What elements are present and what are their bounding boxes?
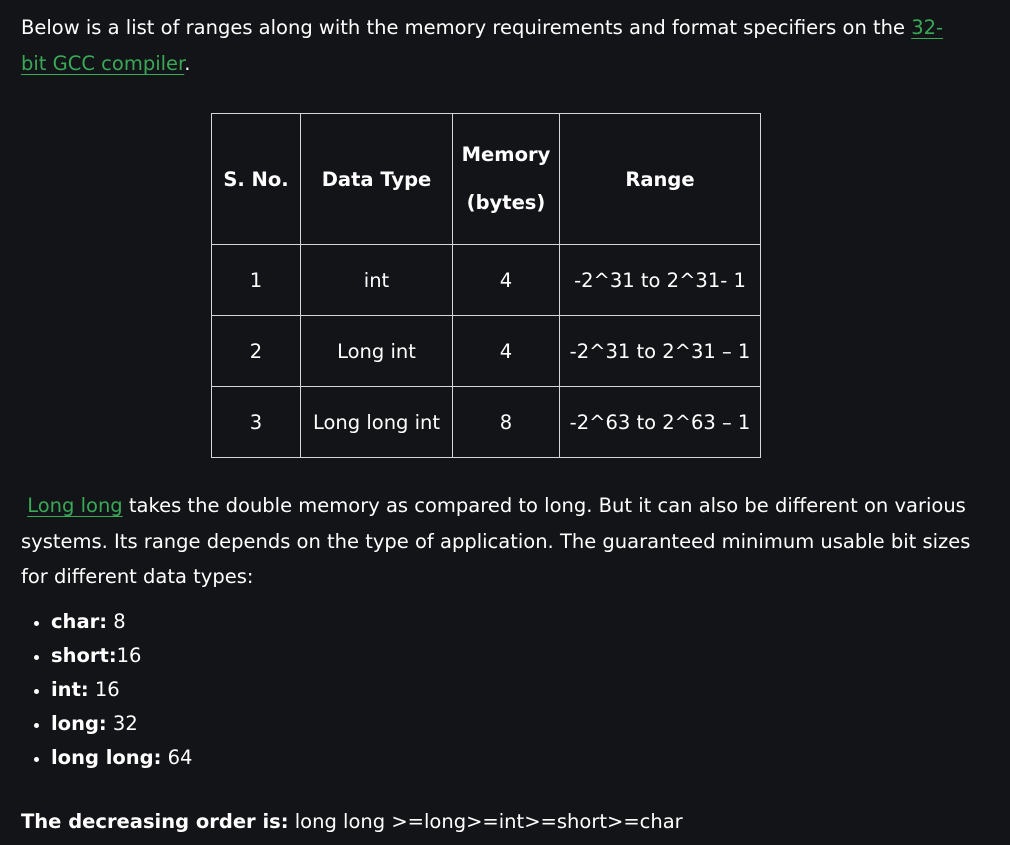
order-label: The decreasing order is: xyxy=(21,810,289,833)
size-value: 8 xyxy=(107,610,126,633)
size-label: int: xyxy=(51,678,89,701)
cell-sno: 2 xyxy=(211,315,301,387)
cell-type: Long int xyxy=(300,315,453,387)
intro-paragraph: Below is a list of ranges along with the… xyxy=(21,10,971,82)
list-item: long long: 64 xyxy=(51,741,192,775)
gcc-compiler-link[interactable]: 32- bit GCC compiler xyxy=(21,16,943,75)
intro-period: . xyxy=(184,52,191,75)
cell-range: -2^63 to 2^63 – 1 xyxy=(559,386,761,458)
list-item: char: 8 xyxy=(51,605,192,639)
cell-range: -2^31 to 2^31- 1 xyxy=(559,244,761,316)
header-memory-line1: Memory xyxy=(461,143,551,166)
header-sno: S. No. xyxy=(211,113,301,245)
cell-sno: 1 xyxy=(211,244,301,316)
list-item: short:16 xyxy=(51,639,192,673)
size-value: 16 xyxy=(116,644,142,667)
header-memory-line2: (bytes) xyxy=(466,191,546,214)
cell-memory: 4 xyxy=(452,315,560,387)
header-memory: Memory (bytes) xyxy=(452,113,560,245)
size-label: char: xyxy=(51,610,108,633)
header-range: Range xyxy=(559,113,761,245)
bit-sizes-list: char: 8 short:16 int: 16 long: 32 long l… xyxy=(0,605,192,775)
size-value: 16 xyxy=(88,678,120,701)
long-long-paragraph: Long long takes the double memory as com… xyxy=(21,488,981,595)
list-item: long: 32 xyxy=(51,707,192,741)
decreasing-order-paragraph: The decreasing order is: long long >=lon… xyxy=(21,804,683,840)
cell-type: int xyxy=(300,244,453,316)
gcc-link-line2[interactable]: bit GCC compiler xyxy=(21,52,185,75)
cell-memory: 4 xyxy=(452,244,560,316)
size-value: 64 xyxy=(161,746,193,769)
size-label: long long: xyxy=(51,746,162,769)
size-value: 32 xyxy=(106,712,138,735)
table-row: 2 Long int 4 -2^31 to 2^31 – 1 xyxy=(211,315,761,387)
size-label: long: xyxy=(51,712,107,735)
intro-text: Below is a list of ranges along with the… xyxy=(21,16,912,39)
long-long-text: takes the double memory as compared to l… xyxy=(21,494,971,588)
order-value: long long >=long>=int>=short>=char xyxy=(288,810,683,833)
cell-sno: 3 xyxy=(211,386,301,458)
long-long-link[interactable]: Long long xyxy=(27,494,123,517)
table-row: 1 int 4 -2^31 to 2^31- 1 xyxy=(211,244,761,316)
size-label: short: xyxy=(51,644,117,667)
table-row: 3 Long long int 8 -2^63 to 2^63 – 1 xyxy=(211,386,761,458)
table-header-row: S. No. Data Type Memory (bytes) Range xyxy=(211,113,761,245)
data-type-ranges-table: S. No. Data Type Memory (bytes) Range 1 … xyxy=(211,113,761,458)
cell-type: Long long int xyxy=(300,386,453,458)
list-item: int: 16 xyxy=(51,673,192,707)
header-data-type: Data Type xyxy=(300,113,453,245)
cell-range: -2^31 to 2^31 – 1 xyxy=(559,315,761,387)
gcc-link-line1[interactable]: 32- xyxy=(911,16,944,39)
cell-memory: 8 xyxy=(452,386,560,458)
